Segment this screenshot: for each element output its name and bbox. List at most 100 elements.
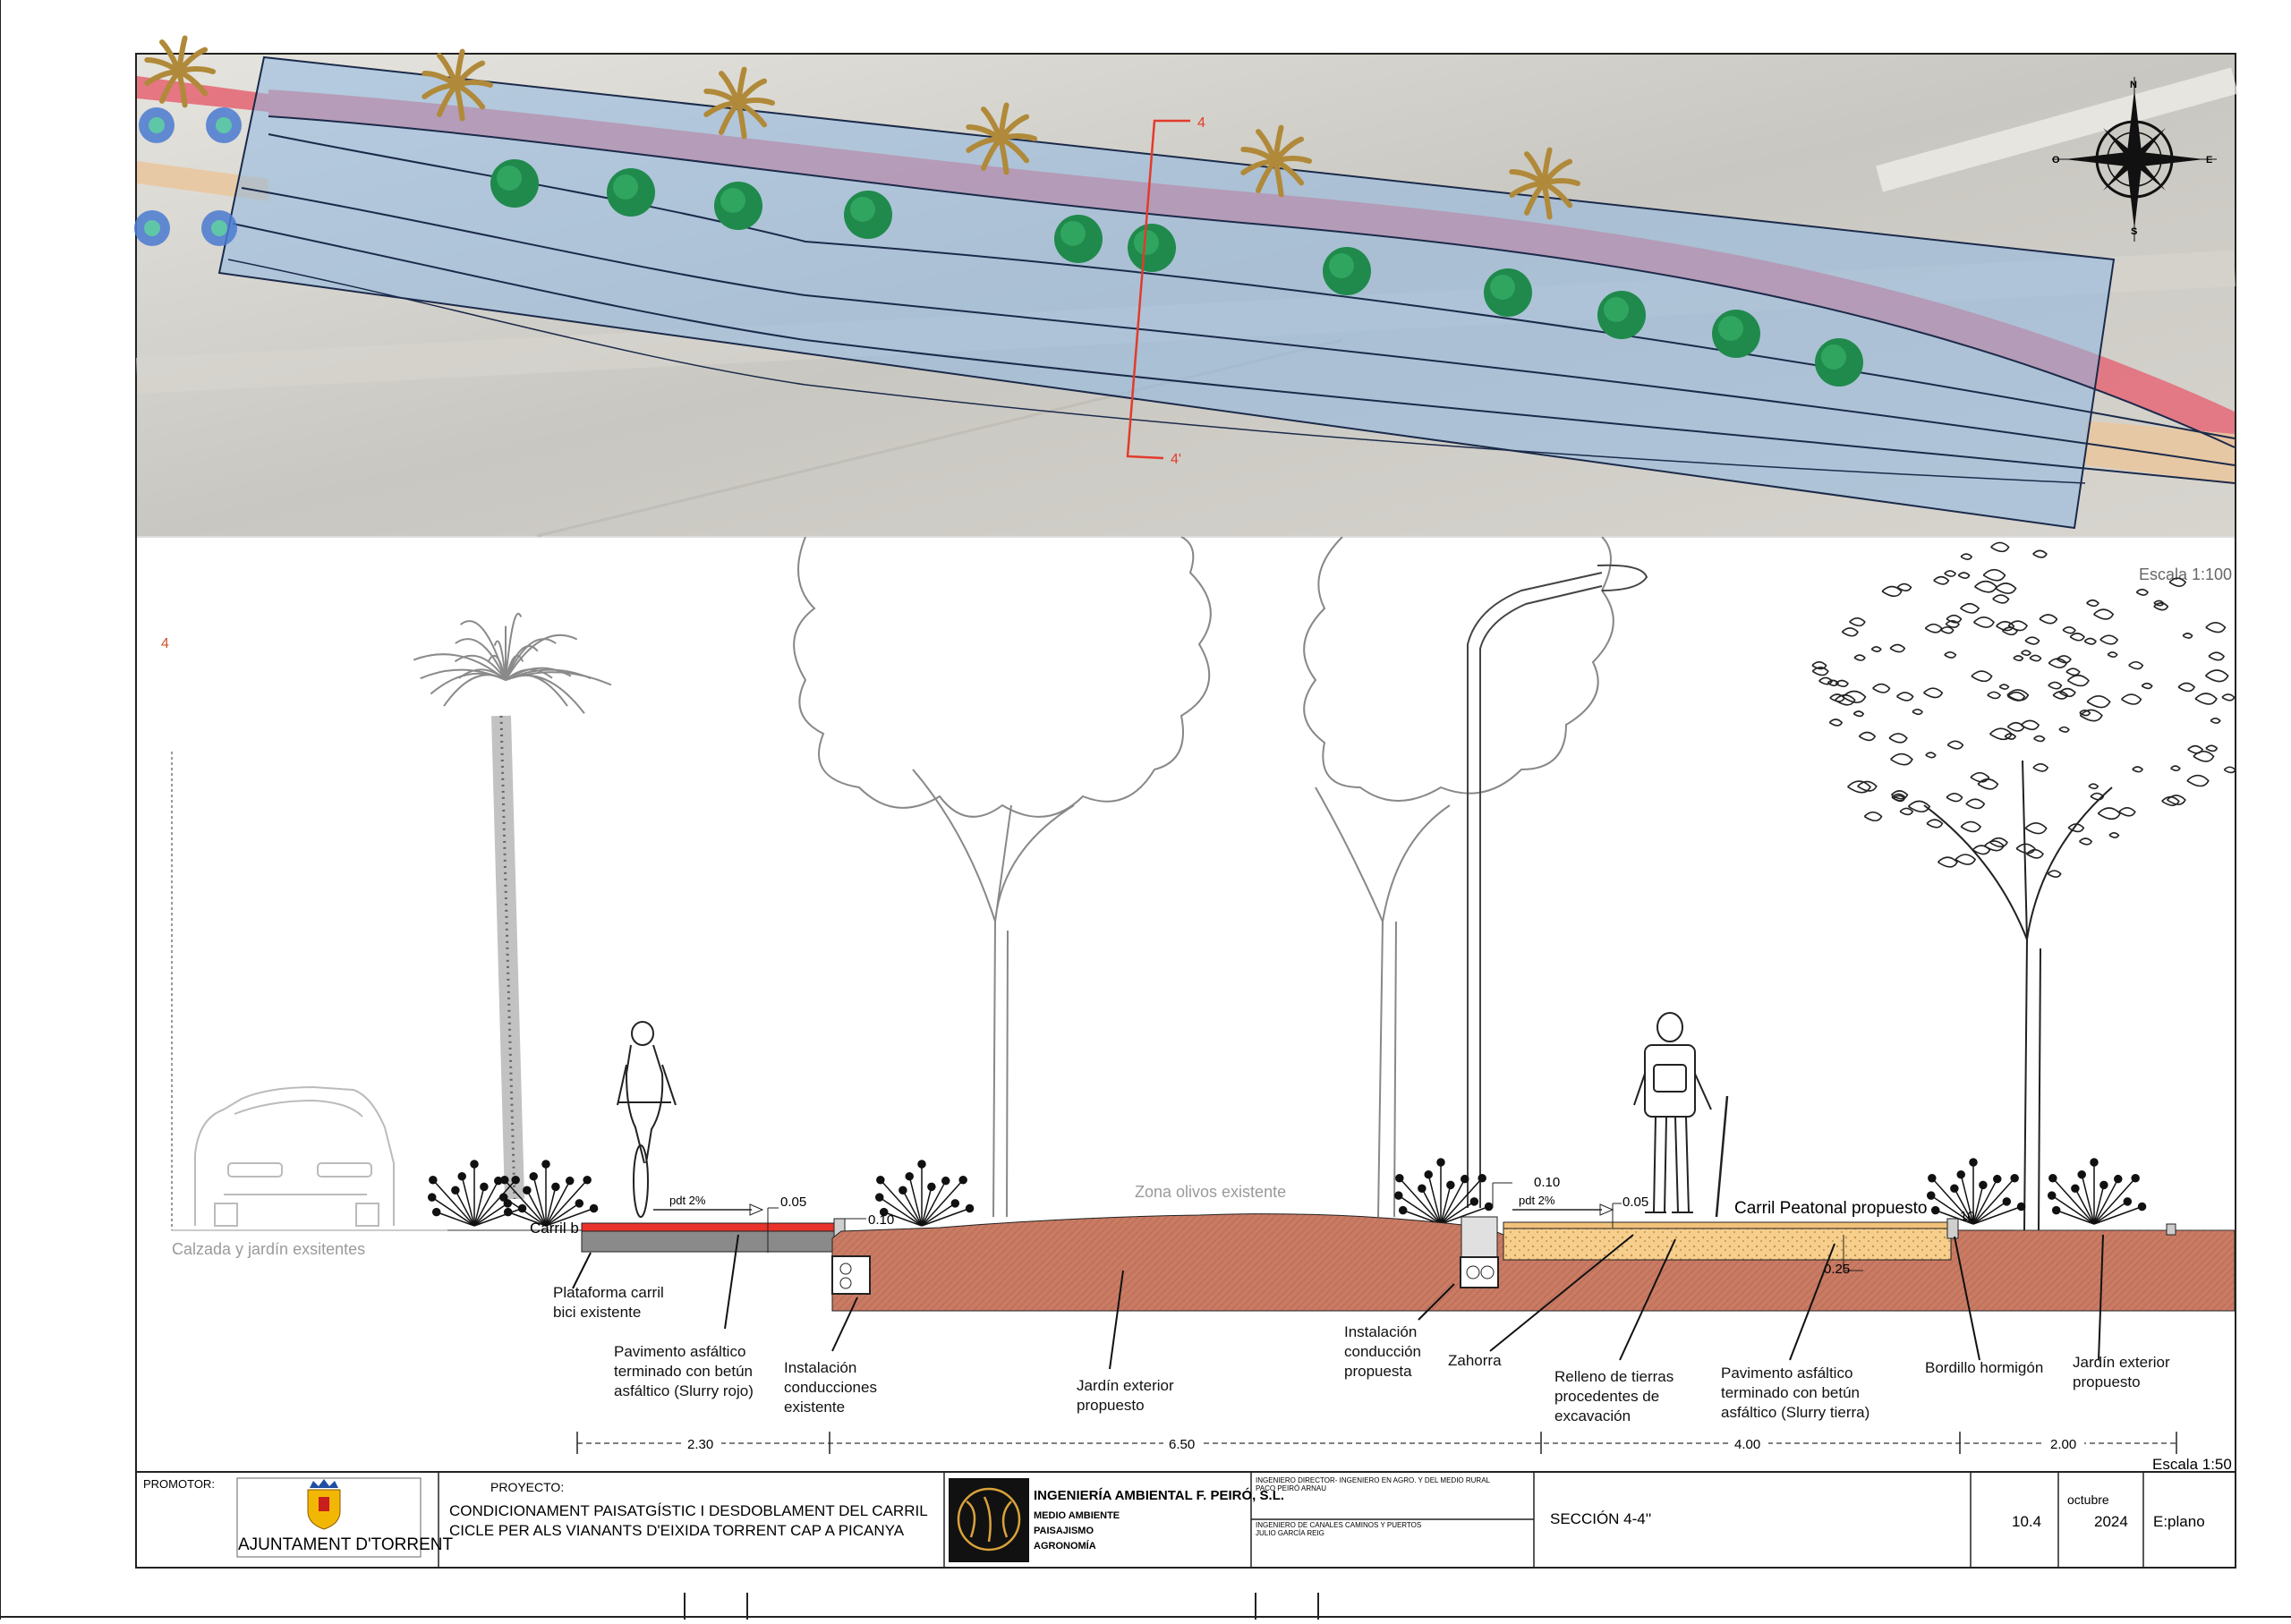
month-label: octubre <box>2067 1492 2109 1507</box>
shrub-icon <box>2047 1158 2147 1225</box>
company-name: INGENIERÍA AMBIENTAL F. PEIRÓ, S.L. <box>1034 1487 1284 1503</box>
bike-lane-short-label: Carril b <box>530 1220 579 1237</box>
company-sub-1: MEDIO AMBIENTE <box>1034 1510 1120 1521</box>
curb-label: Bordillo hormigón <box>1925 1359 2043 1376</box>
palm-icon <box>422 48 493 122</box>
svg-text:N: N <box>2130 80 2137 90</box>
dim-005a: 0.05 <box>780 1195 806 1210</box>
existing-conduit-box <box>831 1255 871 1295</box>
dim-010c: 10 <box>1960 1209 1975 1224</box>
svg-text:S: S <box>2131 226 2137 237</box>
plan-view: 4 4' N S E O <box>134 35 2239 538</box>
palm-icon <box>703 66 775 140</box>
shrub-icon <box>427 1160 527 1227</box>
street-lamp <box>1467 564 1648 1208</box>
palm-icon <box>966 102 1037 175</box>
dim-025: 0.25 <box>1824 1262 1850 1277</box>
svg-text:E: E <box>2206 155 2212 166</box>
hiker-figure <box>1633 1012 1729 1218</box>
eng2-title: INGENIERO DE CANALES CAMINOS Y PUERTOS <box>1256 1521 1421 1529</box>
pedestrian-zahorra <box>1503 1227 1952 1261</box>
compass-rose-icon: N S E O <box>2052 77 2217 242</box>
title-block: PROMOTOR: AJUNTAMENT D'TORRENT PROYECTO:… <box>135 1471 2236 1569</box>
slope-label-1: pdt 2% <box>669 1194 706 1207</box>
platform-label: Plataforma carril bici existente <box>553 1284 669 1321</box>
shrub-icon <box>498 1160 599 1227</box>
plan-tree-icon <box>607 168 655 217</box>
section-view: 4 Escala 1:100 Calzada y jardín exsitent… <box>137 536 2236 1473</box>
section-marker: 4 <box>161 636 169 651</box>
dim-010b: 0.10 <box>1534 1175 1560 1190</box>
dim-chain-3: 4.00 <box>1734 1437 1760 1452</box>
cyclist-figure <box>617 1021 677 1218</box>
fill-label: Relleno de tierras procedentes de excava… <box>1554 1368 1678 1424</box>
shrub-icon <box>1393 1158 1494 1225</box>
shrub-icon <box>874 1160 975 1227</box>
tree-outline-left <box>793 536 1212 1218</box>
plan-tree-icon <box>1323 247 1371 295</box>
asphalt-earth-label: Pavimento asfáltico terminado con betún … <box>1721 1365 1869 1421</box>
scale-top: Escala 1:100 <box>2139 565 2232 583</box>
sheet-number: 10.4 <box>2012 1513 2041 1530</box>
road-label: Calzada y jardín exsitentes <box>172 1240 365 1258</box>
plan-label: E:plano <box>2153 1513 2205 1530</box>
dim-005b: 0.05 <box>1622 1195 1648 1210</box>
car-outline <box>194 1085 395 1227</box>
palm-tree-elevation <box>413 612 612 1200</box>
scale-bottom: Escala 1:50 <box>2152 1456 2232 1473</box>
company-logo-icon <box>957 1487 1021 1552</box>
palm-icon <box>1240 124 1312 198</box>
zahorra-label: Zahorra <box>1448 1352 1502 1369</box>
asphalt-earth-layer <box>1503 1221 1952 1229</box>
eng2-name: JULIO GARCÍA REIG <box>1256 1529 1324 1537</box>
proposed-conduit-box <box>1460 1256 1499 1288</box>
drawing-title: SECCIÓN 4-4'' <box>1550 1510 1651 1527</box>
project-line-2: CICLE PER ALS VIANANTS D'EIXIDA TORRENT … <box>449 1522 905 1539</box>
tree-detailed-right <box>1811 541 2236 1231</box>
olive-zone-label: Zona olivos existente <box>1135 1183 1286 1201</box>
company-sub-2: PAISAJISMO <box>1034 1526 1094 1536</box>
section-line <box>1126 119 1190 460</box>
section-start-label: 4 <box>1197 115 1205 131</box>
torrent-coat-of-arms-icon <box>307 1479 341 1530</box>
slope-label-2: pdt 2% <box>1519 1194 1555 1207</box>
plan-tree-icon <box>714 182 762 230</box>
section-end-label: 4' <box>1171 452 1181 467</box>
asphalt-red-layer <box>581 1222 838 1232</box>
eng1-title: INGENIERO DIRECTOR- INGENIERO EN AGRO. Y… <box>1256 1476 1491 1484</box>
company-sub-3: AGRONOMÍA <box>1034 1540 1096 1552</box>
dim-chain-2: 6.50 <box>1169 1437 1195 1452</box>
dim-chain-4: 2.00 <box>2050 1437 2076 1452</box>
plan-tree-icon <box>1054 215 1103 263</box>
promotor-name: AJUNTAMENT D'TORRENT <box>238 1535 453 1554</box>
palm-icon <box>1509 147 1580 220</box>
plan-tree-icon <box>1128 224 1176 272</box>
garden-right-label: Jardín exterior propuesto <box>2073 1354 2174 1390</box>
palm-icon <box>144 35 216 108</box>
plan-tree-icon <box>1484 268 1532 317</box>
asphalt-red-label: Pavimento asfáltico terminado con betún … <box>614 1343 757 1399</box>
project-line-1: CONDICIONAMENT PAISATGÍSTIC I DESDOBLAME… <box>449 1502 928 1519</box>
project-area-overlay <box>217 55 2116 530</box>
project-label: PROYECTO: <box>490 1480 564 1494</box>
garden-center-label: Jardín exterior propuesto <box>1077 1377 1178 1414</box>
year-label: 2024 <box>2094 1513 2128 1530</box>
ped-lane-label: Carril Peatonal propuesto <box>1734 1199 1927 1218</box>
shrub-icon <box>1926 1158 2026 1225</box>
existing-conduits-label: Instalación conducciones existente <box>784 1359 881 1416</box>
plan-tree-icon <box>1815 338 1863 387</box>
plan-tree-icon <box>1712 310 1760 358</box>
dim-010a: 0.10 <box>868 1212 894 1228</box>
plan-tree-icon <box>490 159 539 208</box>
dim-chain-1: 2.30 <box>687 1437 713 1452</box>
plan-tree-icon <box>1597 291 1646 339</box>
bike-platform-base <box>581 1229 838 1253</box>
tree-outline-right <box>1303 536 1614 1218</box>
proposed-conduit-label: Instalación conducción propuesta <box>1344 1323 1426 1380</box>
svg-text:O: O <box>2052 155 2060 166</box>
plan-tree-icon <box>844 191 892 239</box>
promotor-label: PROMOTOR: <box>143 1477 215 1491</box>
eng1-name: PACO PEIRÓ ARNAU <box>1256 1484 1326 1492</box>
